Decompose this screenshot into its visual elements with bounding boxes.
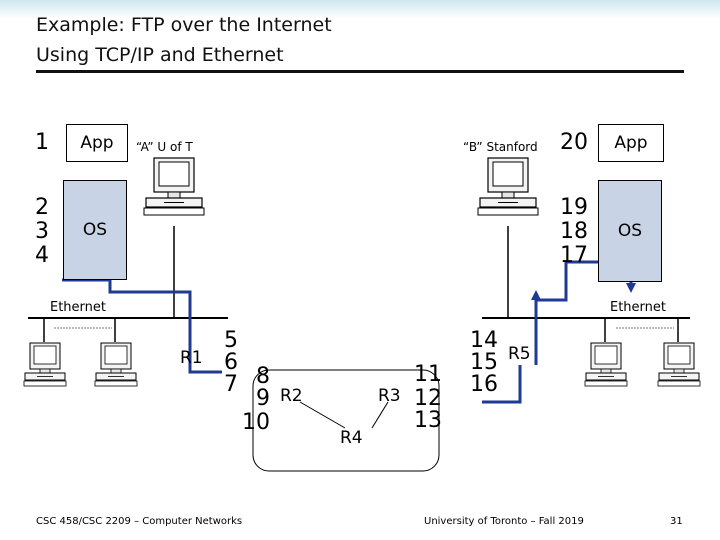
hop-number: 5 — [224, 328, 238, 353]
computer-icon — [23, 342, 67, 387]
app-layer-box-right: App — [598, 124, 664, 162]
host-a-computer — [143, 157, 205, 216]
header-band — [0, 0, 720, 18]
router-r2-label: R2 — [280, 386, 303, 406]
arrow-head — [531, 290, 541, 300]
ethernet-label-left: Ethernet — [50, 300, 106, 315]
os-layer-box-left: OS — [63, 180, 127, 280]
hop-number: 13 — [414, 408, 442, 433]
arrow-head — [626, 283, 636, 293]
link-r4-r3 — [371, 401, 389, 429]
hop-number: 7 — [224, 372, 238, 397]
layer-number-app-left: 1 — [35, 130, 49, 155]
hop-number: 11 — [414, 362, 442, 387]
internet-cloud — [252, 369, 440, 472]
router-r3-label: R3 — [378, 386, 401, 406]
router-r4-label: R4 — [340, 428, 363, 448]
page-number: 31 — [670, 516, 683, 527]
host-a-label: “A” U of T — [136, 140, 193, 154]
hop-number: 6 — [224, 350, 238, 375]
hop-number: 12 — [414, 386, 442, 411]
layer-numbers-os-right: 19 18 17 — [560, 195, 588, 268]
data-path-r5-in — [482, 365, 522, 404]
slide-title-line1: Example: FTP over the Internet — [36, 14, 332, 36]
layer-number-app-right: 20 — [560, 130, 588, 155]
app-layer-box-left: App — [66, 124, 128, 162]
link-r2-r4 — [299, 401, 346, 429]
router-r1-label: R1 — [180, 348, 203, 368]
host-b-label: “B” Stanford — [463, 140, 538, 154]
computer-icon — [657, 342, 701, 387]
hop-number: 8 — [256, 364, 270, 389]
hop-number: 10 — [242, 410, 270, 435]
footer-university: University of Toronto – Fall 2019 — [424, 516, 584, 527]
hop-number: 9 — [256, 386, 270, 411]
router-r5-label: R5 — [508, 344, 531, 364]
computer-icon — [584, 342, 628, 387]
os-layer-box-right: OS — [598, 180, 662, 282]
hop-number: 15 — [470, 350, 498, 375]
footer-course: CSC 458/CSC 2209 – Computer Networks — [36, 516, 243, 527]
computer-icon — [94, 342, 138, 387]
hop-number: 16 — [470, 372, 498, 397]
ethernet-label-right: Ethernet — [610, 300, 666, 315]
hop-number: 14 — [470, 328, 498, 353]
data-path-a-r1 — [62, 278, 222, 374]
title-underline — [36, 70, 684, 73]
slide-title-line2: Using TCP/IP and Ethernet — [36, 44, 284, 66]
host-b-computer — [477, 157, 539, 216]
layer-numbers-os-left: 2 3 4 — [35, 195, 49, 268]
